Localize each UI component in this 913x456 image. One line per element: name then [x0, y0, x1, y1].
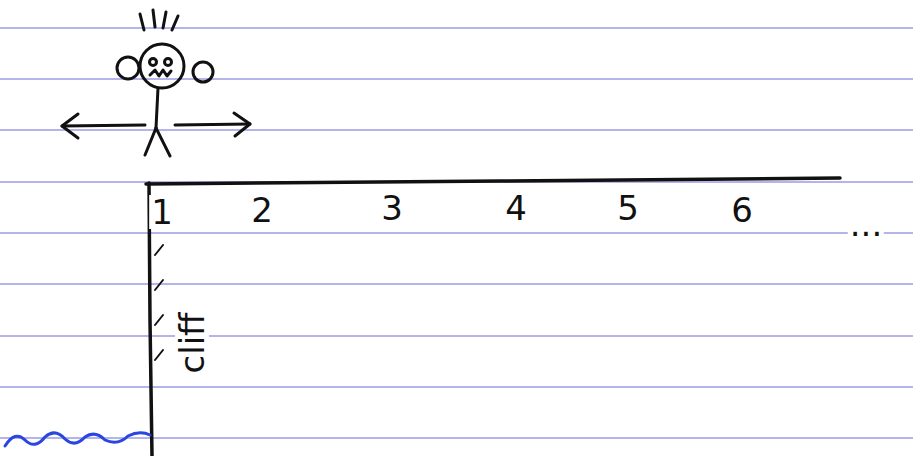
- number-line: [146, 178, 840, 456]
- number-label: 1: [149, 195, 175, 229]
- cliff-label: cliff: [175, 310, 209, 375]
- number-label: 4: [503, 191, 529, 225]
- water-squiggle: [5, 433, 150, 446]
- number-label: 6: [729, 193, 755, 227]
- number-label: 3: [379, 191, 405, 225]
- number-label: 5: [615, 191, 641, 225]
- number-label: 2: [249, 193, 275, 227]
- stick-figure: [62, 10, 250, 156]
- continuation-mark: ...: [848, 207, 884, 241]
- ruled-lines: [0, 28, 913, 438]
- cliff-hatching: [155, 245, 163, 360]
